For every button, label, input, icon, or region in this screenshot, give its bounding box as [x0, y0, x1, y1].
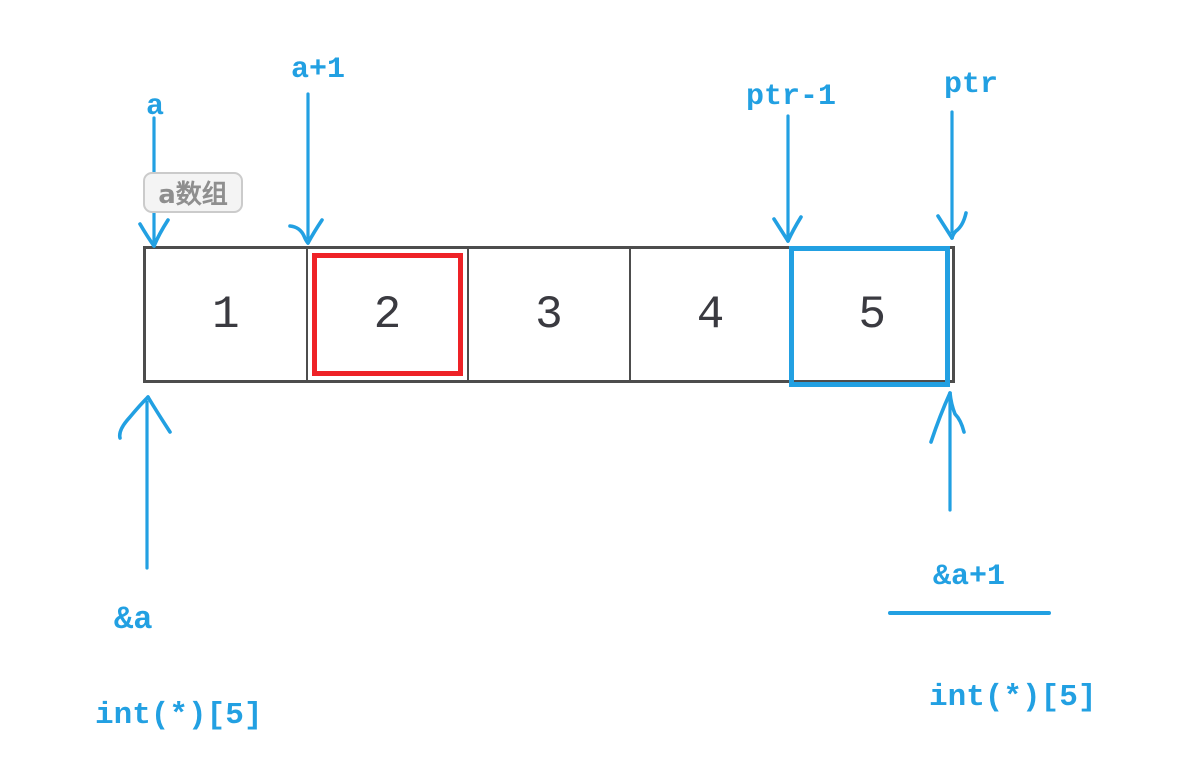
label-amp-a: &a: [114, 601, 153, 638]
label-a-plus-1: a+1: [291, 53, 346, 87]
array-cell-4: 4: [631, 249, 793, 380]
array-name-tag: a数组: [143, 172, 243, 213]
label-ptr-minus-1: ptr-1: [746, 80, 837, 114]
cell-value-1: 1: [211, 288, 240, 341]
label-a: a: [146, 90, 165, 124]
cell-value-4: 4: [696, 288, 725, 341]
arrow-ptr-minus-1-down: [772, 114, 803, 243]
array-name-tag-label: a数组: [158, 180, 228, 210]
label-ptr: ptr: [944, 68, 999, 102]
arrow-ptr-down: [936, 110, 968, 240]
array-cell-2: 2: [308, 249, 470, 380]
amp-a-plus-1-underline: [888, 611, 1051, 615]
label-type-int-ptr-right: int(*)[5]: [929, 680, 1097, 715]
label-type-int-ptr-left: int(*)[5]: [95, 698, 263, 733]
array-cell-1: 1: [146, 249, 308, 380]
array: 1 2 3 4 5: [143, 246, 955, 387]
cell-value-5: 5: [858, 288, 886, 341]
label-amp-a-plus-1: &a+1: [933, 560, 1006, 594]
array-cell-3: 3: [469, 249, 631, 380]
cell-value-3: 3: [535, 288, 563, 341]
arrow-amp-a-plus-1-up: [929, 391, 966, 512]
arrow-amp-a-up: [117, 395, 172, 570]
arrow-a-plus-1-down: [288, 92, 324, 245]
cell-value-2: 2: [373, 288, 402, 341]
